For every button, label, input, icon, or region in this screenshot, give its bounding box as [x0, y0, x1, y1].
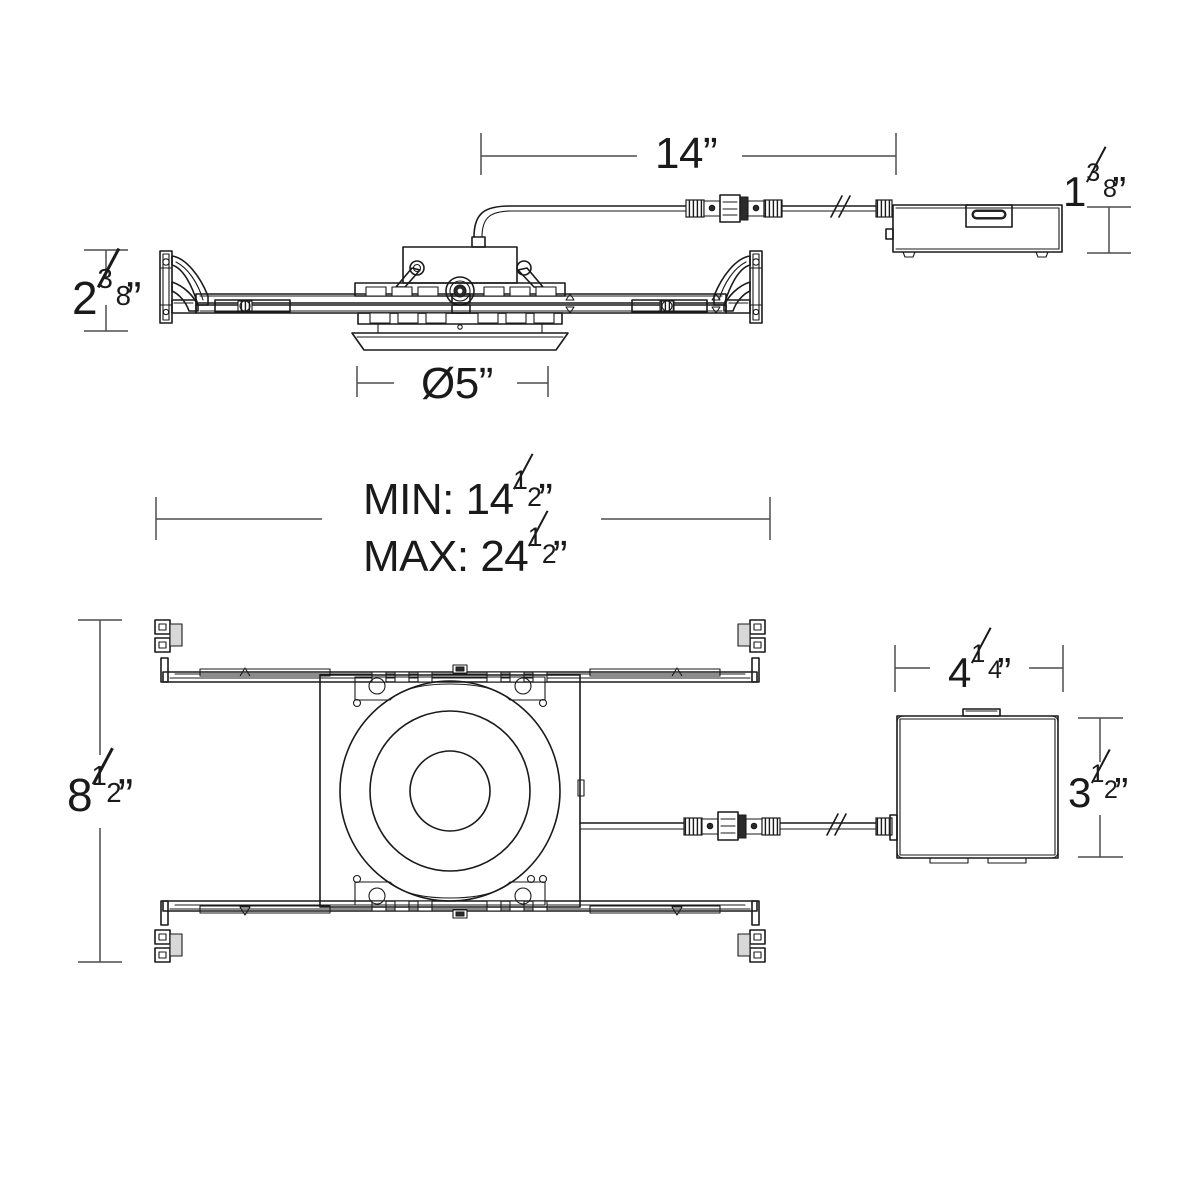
dim-driver-height-1-3-8: [1087, 206, 1131, 254]
heatsink-fins-upper: [365, 286, 557, 297]
heatsink-fins-lower: [369, 312, 555, 324]
fraction-1-2: 12: [528, 510, 557, 571]
plan-quick-connector: [683, 811, 781, 841]
rail-notch-marks: [565, 293, 721, 314]
dim-driver-width-4-1-4: [894, 645, 1064, 692]
top-right-t-bar-clip: [737, 619, 766, 653]
plan-driver-box: [889, 708, 1059, 864]
plan-top-bar-hanger: [154, 619, 766, 683]
side-view-bar-hanger-assembly: [159, 250, 763, 324]
dim-driver-depth-3-1-2: [1078, 717, 1123, 858]
side-view-strain-relief: [875, 199, 893, 218]
top-left-t-bar-clip: [154, 619, 183, 653]
dim-span-min-max: [155, 497, 771, 540]
housing-center-hub: [445, 276, 475, 306]
dim-aperture-5: [356, 366, 549, 397]
left-mounting-plate: [159, 250, 173, 324]
plan-housing-plate: [319, 674, 585, 908]
fraction-1-2: 12: [1090, 749, 1118, 807]
label-span-max: MAX: 2412”: [363, 510, 568, 579]
label-aperture-diameter: Ø5”: [421, 359, 494, 408]
dim-depth-8-1-2: [78, 619, 122, 963]
side-view-housing: [351, 236, 569, 351]
label-driver-box-depth: 312”: [1068, 749, 1128, 814]
label-cable-length: 14”: [655, 129, 718, 178]
plan-cable-break-symbol: [826, 813, 847, 836]
plan-bottom-bar-hanger: [154, 900, 766, 963]
bottom-rail-slot-tabs: [371, 900, 548, 912]
bottom-right-t-bar-clip: [737, 929, 766, 963]
side-view-cable-break-symbol: [830, 195, 851, 218]
side-view-quick-connector: [685, 194, 783, 223]
right-mounting-plate: [749, 250, 763, 324]
trim-flange: [351, 332, 569, 351]
plan-strain-relief: [875, 817, 893, 836]
left-bar-rail: [195, 293, 471, 314]
dim-cable-length-14: [480, 133, 897, 175]
side-view-power-cable: [473, 205, 885, 238]
side-view-driver-box: [885, 204, 1063, 258]
bottom-left-t-bar-clip: [154, 929, 183, 963]
right-bar-rail: [451, 293, 727, 314]
